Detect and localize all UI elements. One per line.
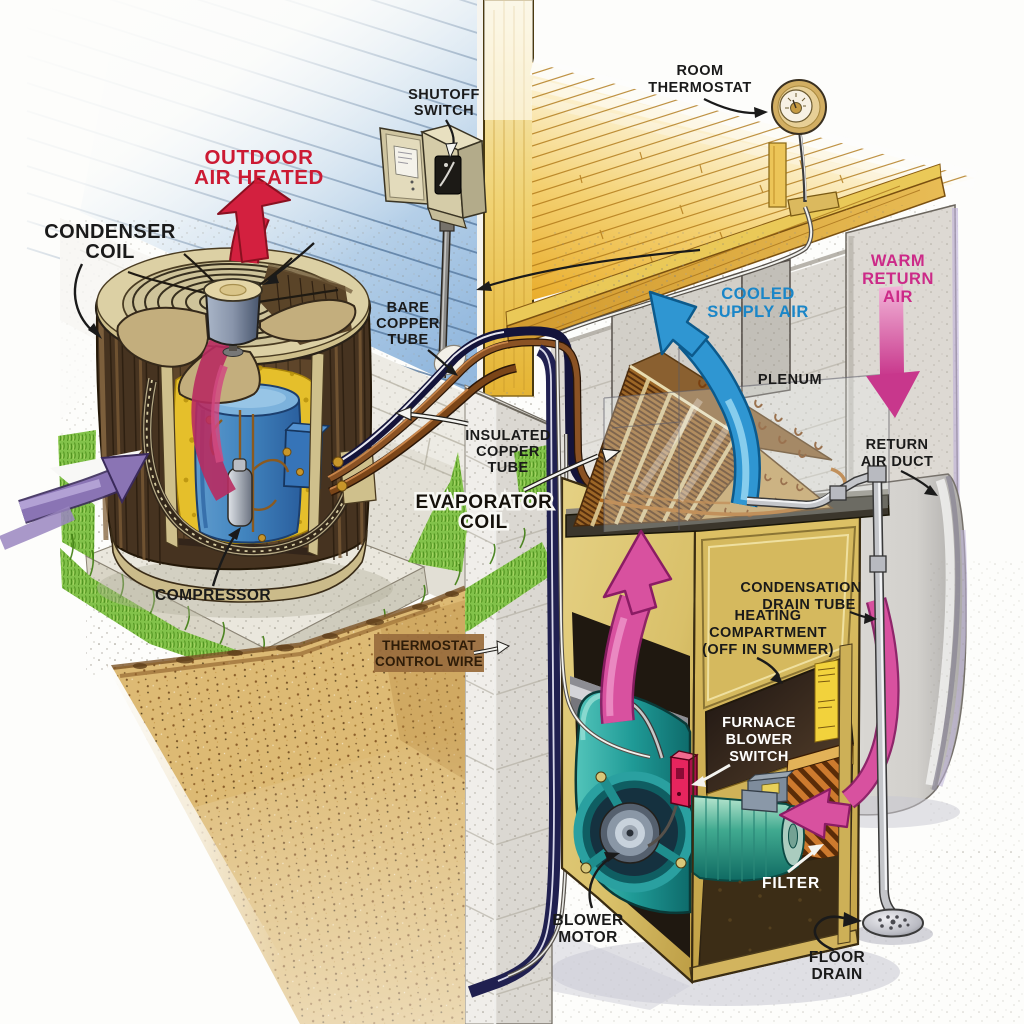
svg-text:FILTER: FILTER	[762, 875, 820, 892]
svg-text:DRAIN: DRAIN	[811, 966, 862, 983]
svg-text:PLENUM: PLENUM	[758, 372, 822, 388]
svg-text:CONDENSATION: CONDENSATION	[740, 580, 861, 596]
svg-text:ROOM: ROOM	[676, 63, 723, 79]
svg-text:THERMOSTAT: THERMOSTAT	[648, 80, 752, 96]
svg-text:BLOWER: BLOWER	[726, 732, 793, 748]
svg-text:(OFF IN SUMMER): (OFF IN SUMMER)	[702, 642, 834, 658]
svg-text:SWITCH: SWITCH	[414, 103, 474, 119]
svg-text:FURNACE: FURNACE	[722, 715, 796, 731]
svg-text:EVAPORATOR: EVAPORATOR	[416, 492, 553, 513]
svg-text:BARE: BARE	[387, 300, 430, 316]
svg-text:BLOWER: BLOWER	[552, 912, 623, 929]
svg-text:COMPARTMENT: COMPARTMENT	[709, 625, 827, 641]
svg-text:COMPRESSOR: COMPRESSOR	[155, 587, 271, 604]
svg-text:SWITCH: SWITCH	[729, 749, 789, 765]
svg-text:CONDENSER: CONDENSER	[44, 221, 176, 243]
svg-text:INSULATED: INSULATED	[465, 428, 551, 444]
svg-text:TUBE: TUBE	[387, 332, 428, 348]
svg-text:AIR DUCT: AIR DUCT	[861, 454, 933, 470]
svg-text:RETURN: RETURN	[866, 437, 929, 453]
svg-text:CONTROL WIRE: CONTROL WIRE	[375, 654, 483, 669]
svg-text:HEATING: HEATING	[735, 608, 802, 624]
svg-text:COIL: COIL	[85, 241, 134, 263]
svg-text:COPPER: COPPER	[476, 444, 540, 460]
svg-text:DRAIN TUBE: DRAIN TUBE	[762, 597, 855, 613]
svg-text:COIL: COIL	[460, 512, 508, 533]
svg-text:OUTDOOR: OUTDOOR	[205, 146, 314, 169]
svg-text:COPPER: COPPER	[376, 316, 440, 332]
svg-text:THERMOSTAT: THERMOSTAT	[382, 638, 476, 653]
svg-text:SHUTOFF: SHUTOFF	[408, 87, 480, 103]
svg-text:FLOOR: FLOOR	[809, 949, 865, 966]
svg-text:SUPPLY AIR: SUPPLY AIR	[707, 303, 809, 321]
svg-text:TUBE: TUBE	[487, 460, 528, 476]
svg-text:RETURN: RETURN	[862, 270, 934, 288]
svg-text:AIR: AIR	[883, 288, 913, 306]
svg-text:COOLED: COOLED	[721, 285, 795, 303]
svg-text:MOTOR: MOTOR	[558, 929, 617, 946]
svg-text:WARM: WARM	[871, 252, 925, 270]
svg-text:AIR HEATED: AIR HEATED	[194, 166, 324, 189]
